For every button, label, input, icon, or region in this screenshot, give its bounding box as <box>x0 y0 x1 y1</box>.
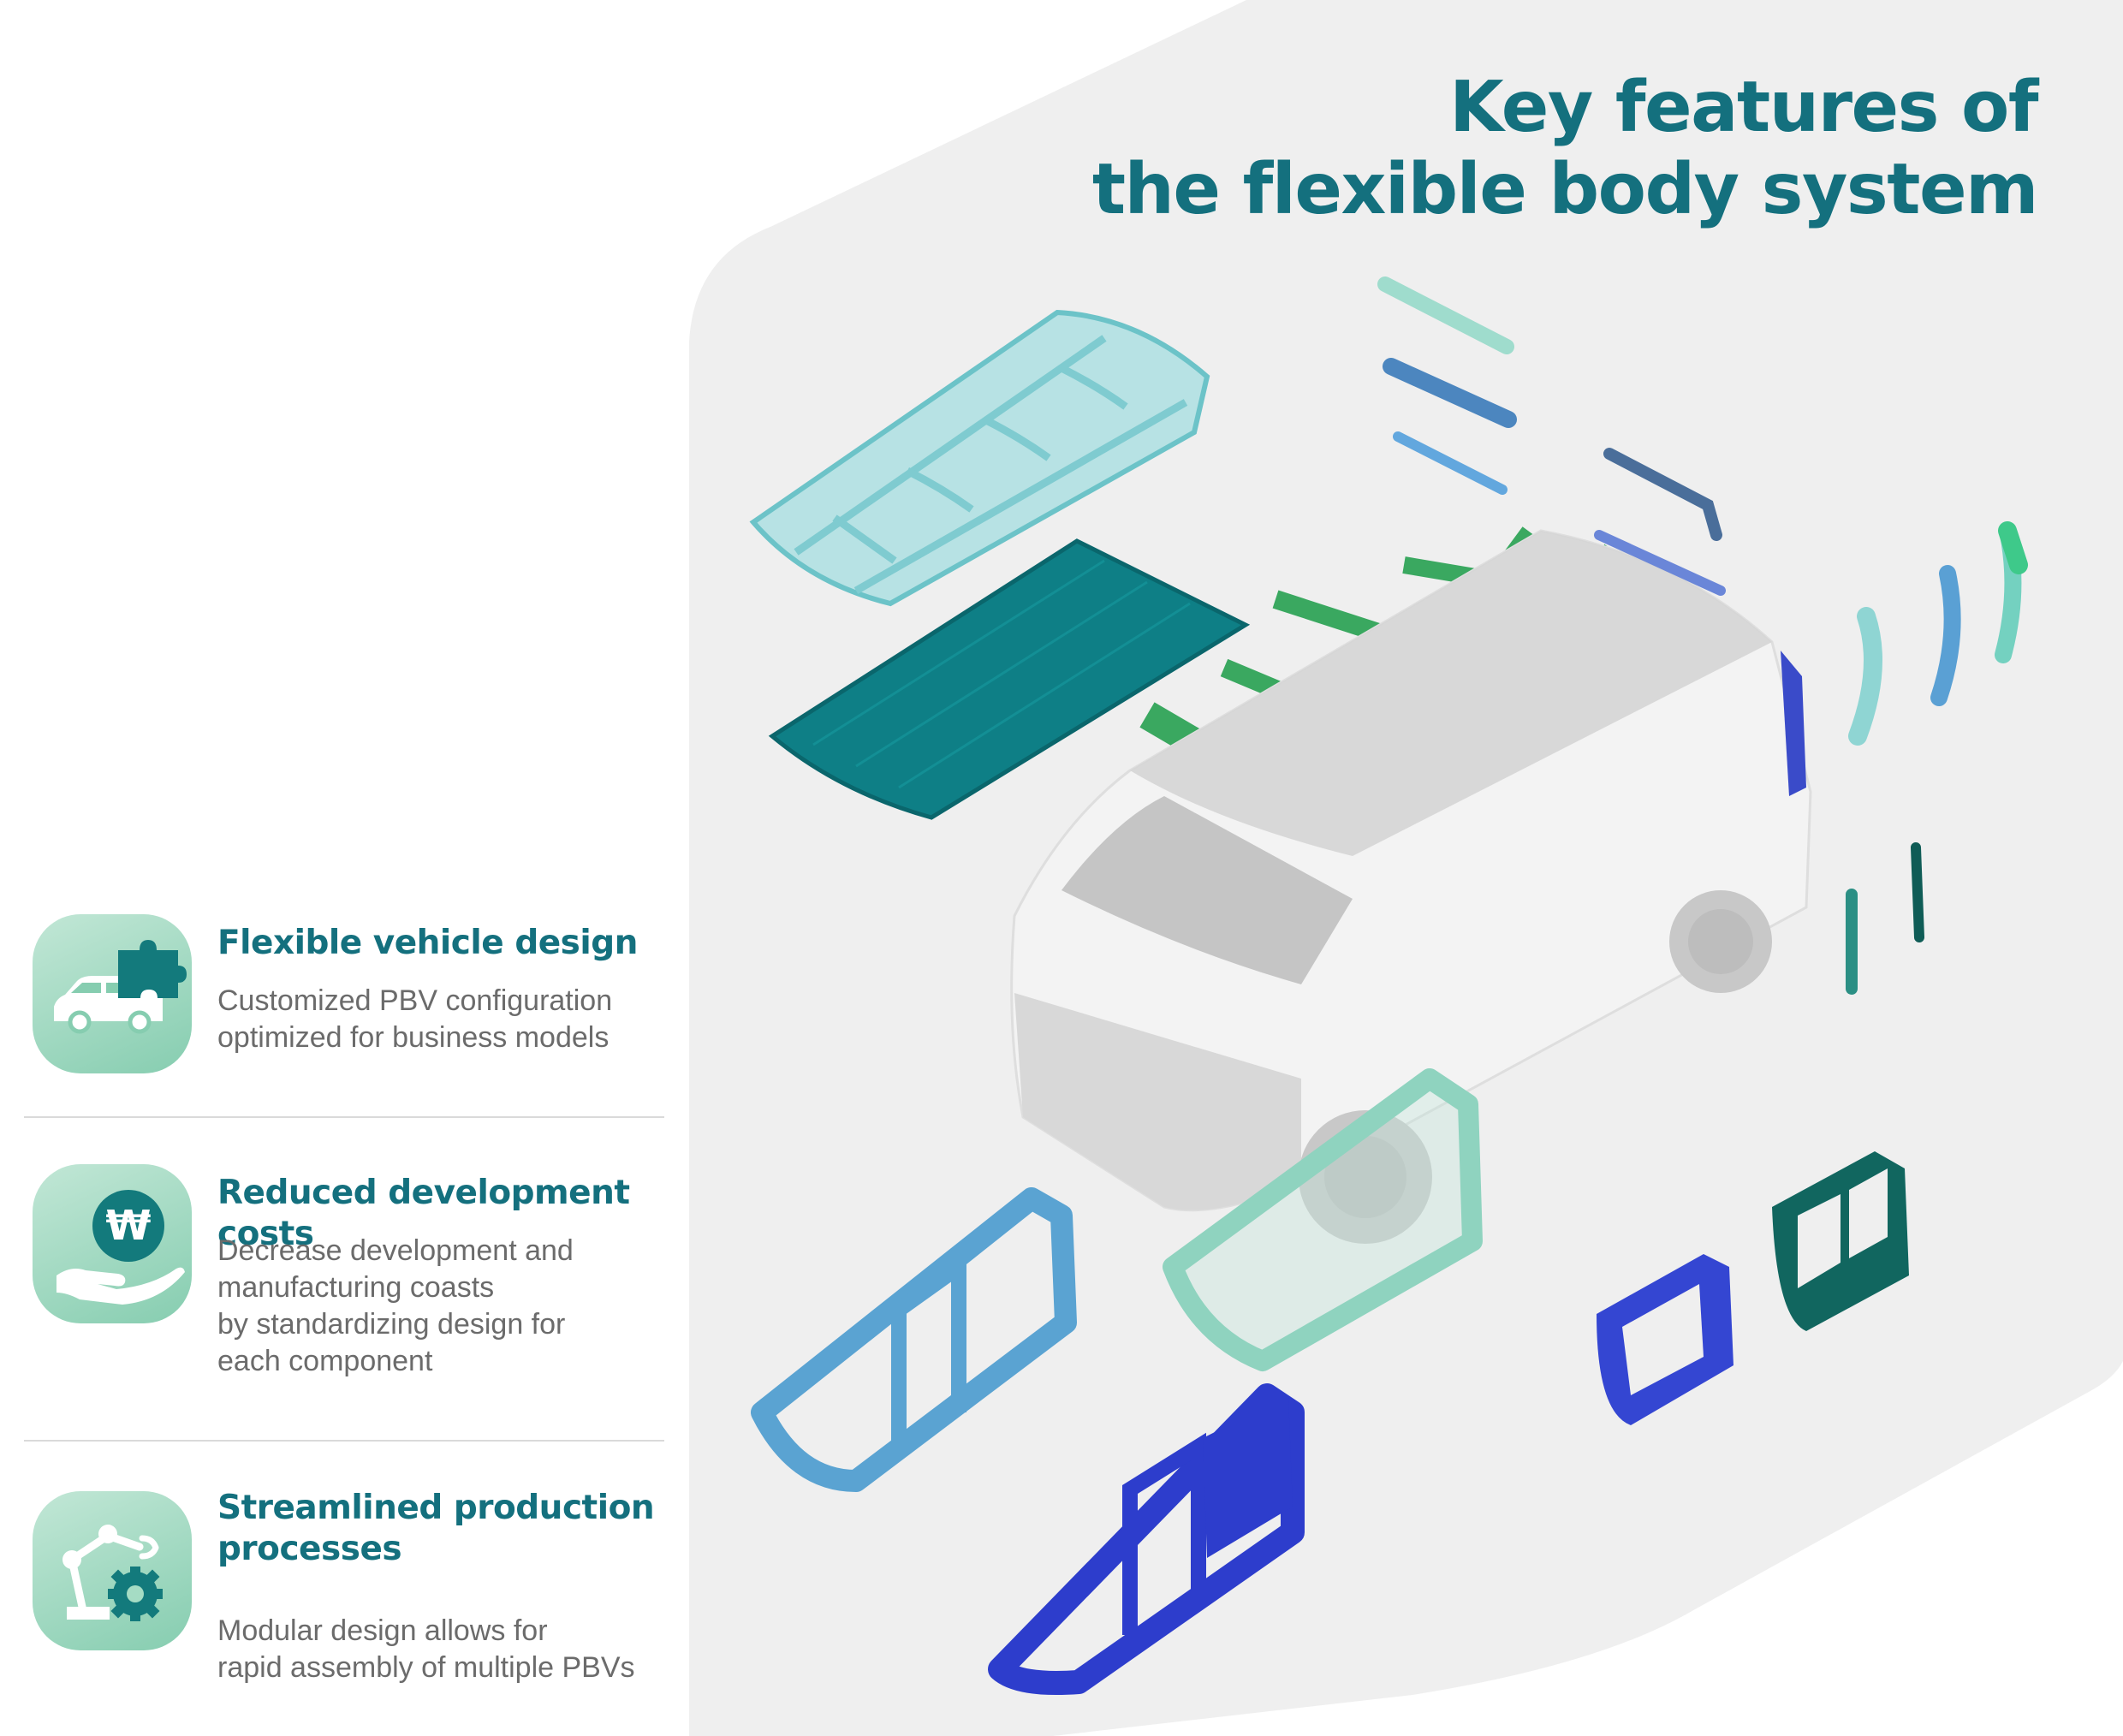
feature-title: Streamlined production processes <box>217 1489 655 1568</box>
roof-rail-parts <box>1377 276 1726 596</box>
roof-panel-part <box>768 538 1251 820</box>
feature-description: Modular design allows for rapid assembly… <box>217 1614 635 1684</box>
title-line-1: Key features of <box>1449 67 2038 148</box>
side-frame-light-blue-part <box>751 1187 1077 1492</box>
rear-pillar-parts <box>1846 521 2028 995</box>
page-title: Key features of the flexible body system <box>1091 67 2039 231</box>
van-puzzle-icon <box>33 914 192 1073</box>
title-line-2: the flexible body system <box>1091 149 2039 230</box>
feature-title: Flexible vehicle design <box>217 924 638 962</box>
roof-frame-part <box>749 309 1210 607</box>
rear-frame-blue-part <box>1597 1254 1733 1425</box>
feature-description: Customized PBV configuration optimized f… <box>217 984 613 1054</box>
divider <box>24 1116 664 1118</box>
feature-title: Reduced development costs <box>217 1174 630 1253</box>
robot-arm-gear-icon <box>33 1491 192 1650</box>
feature-description: Decrease development and manufacturing c… <box>217 1234 574 1377</box>
rear-frame-dark-teal-part <box>1772 1151 1909 1331</box>
van-body <box>1010 529 1812 1244</box>
won-symbol: ₩ <box>106 1202 152 1250</box>
divider <box>24 1440 664 1442</box>
side-frame-mint-part <box>1163 1068 1483 1371</box>
side-frame-royal-blue-part <box>988 1383 1305 1695</box>
won-coin-hand-icon: ₩ <box>33 1164 192 1323</box>
